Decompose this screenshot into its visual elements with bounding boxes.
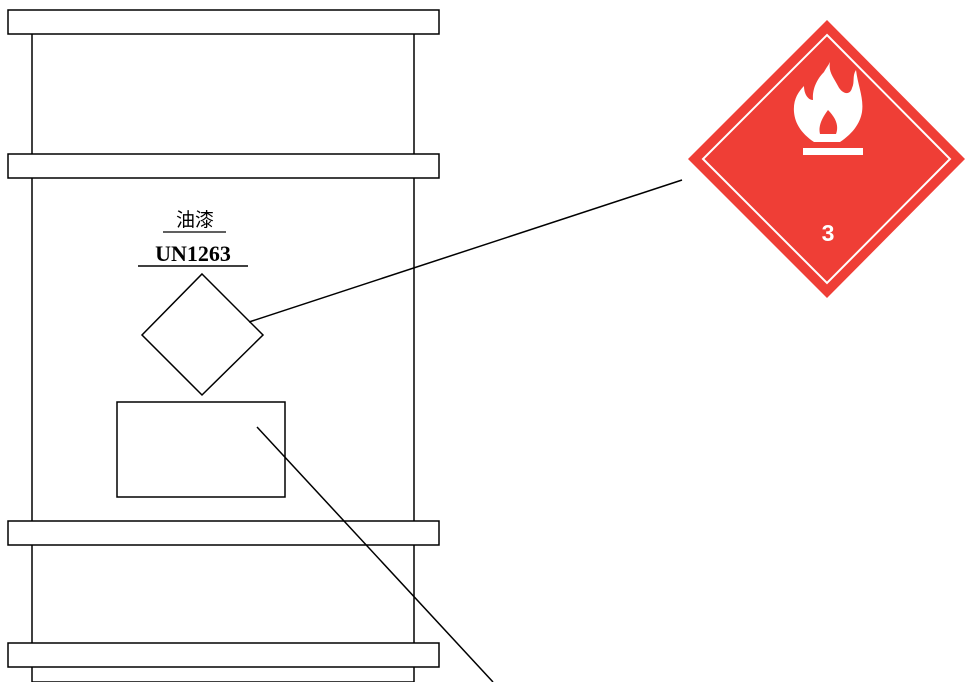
product-name: 油漆 (176, 209, 214, 231)
drum-rim-top (8, 10, 439, 34)
hazard-label-diamond (688, 20, 965, 298)
class-3-hazard-label: 3 (688, 20, 965, 298)
drum-rolling-hoop-lower (8, 521, 439, 545)
drum-rim-bottom (8, 643, 439, 667)
marking-box-placeholder (117, 402, 285, 497)
un-number: UN1263 (155, 241, 231, 266)
hazard-class-number: 3 (822, 220, 835, 246)
drum-rolling-hoop-upper (8, 154, 439, 178)
